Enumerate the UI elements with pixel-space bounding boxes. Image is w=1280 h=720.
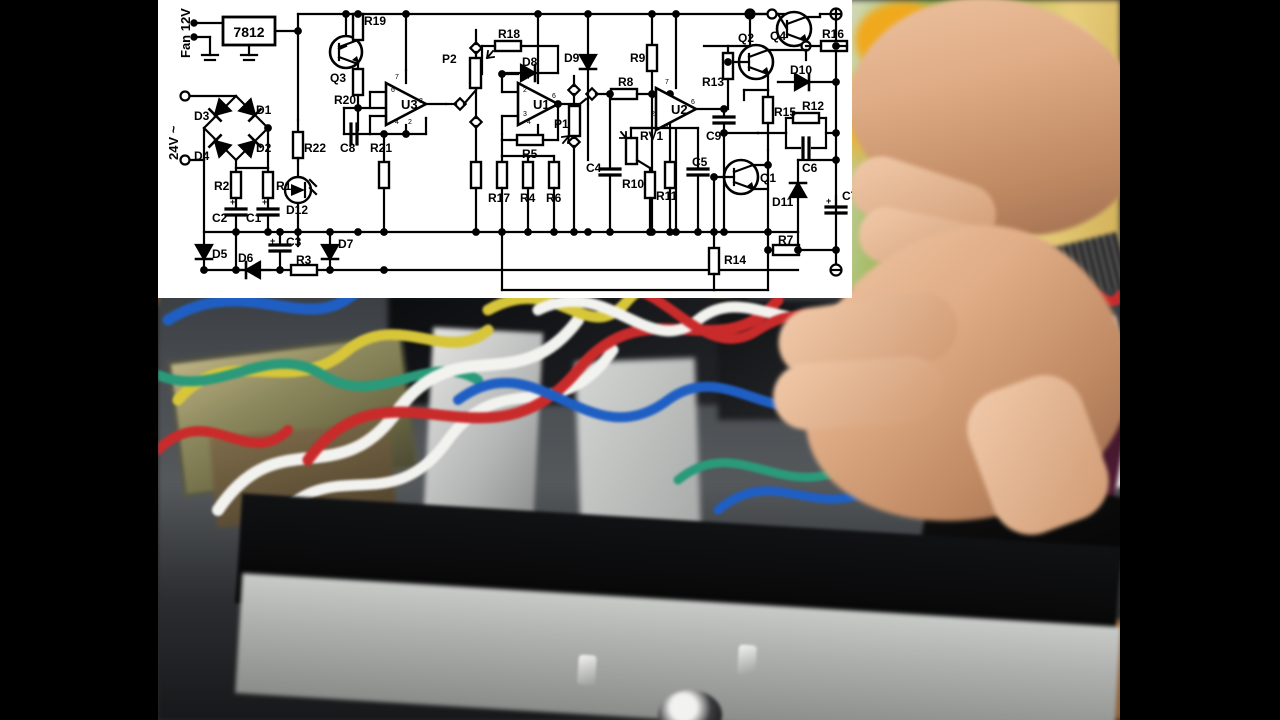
label-Q4: Q4 [770, 29, 786, 43]
label-C1: C1 [246, 211, 262, 225]
label-R22: R22 [304, 141, 326, 155]
label-D12: D12 [286, 203, 308, 217]
svg-text:7: 7 [665, 79, 669, 86]
circuit-schematic: 7812 [158, 0, 852, 298]
svg-text:+: + [230, 197, 235, 207]
label-R4: R4 [520, 191, 536, 205]
svg-text:6: 6 [691, 99, 695, 106]
svg-text:4: 4 [395, 119, 399, 126]
svg-text:U3: U3 [401, 97, 418, 112]
label-R10: R10 [622, 177, 644, 191]
label-R19: R19 [364, 14, 386, 28]
panel-screw-left [577, 654, 597, 686]
letterbox-right [1120, 0, 1280, 720]
fan-label: Fan 12V [178, 8, 193, 58]
label-R6: R6 [546, 191, 562, 205]
label-R18: R18 [498, 27, 520, 41]
label-R9: R9 [630, 51, 646, 65]
label-R2: R2 [214, 179, 230, 193]
panel-screw-right [737, 644, 757, 676]
label-C8: C8 [340, 141, 356, 155]
svg-text:6: 6 [552, 93, 556, 100]
label-P2: P2 [442, 52, 457, 66]
svg-text:4: 4 [527, 119, 531, 126]
label-C5: C5 [692, 155, 708, 169]
label-Q3: Q3 [330, 71, 346, 85]
svg-text:2: 2 [523, 87, 527, 94]
label-D1: D1 [256, 103, 272, 117]
label-D7: D7 [338, 237, 354, 251]
label-C2: C2 [212, 211, 228, 225]
svg-text:2: 2 [408, 119, 412, 126]
label-D4: D4 [194, 149, 210, 163]
label-R20: R20 [334, 93, 356, 107]
finger-lower-2 [770, 354, 946, 432]
label-R7: R7 [778, 233, 794, 247]
svg-text:7812: 7812 [233, 24, 264, 40]
schematic-drawing: 7812 [179, 7, 852, 292]
label-R5: R5 [522, 147, 538, 161]
svg-text:2: 2 [651, 111, 655, 118]
label-C6: C6 [802, 161, 818, 175]
label-C9: C9 [706, 129, 722, 143]
label-D9: D9 [564, 51, 580, 65]
svg-text:3: 3 [523, 111, 527, 118]
label-R17: R17 [488, 191, 510, 205]
svg-text:7: 7 [395, 74, 399, 81]
label-D8: D8 [522, 55, 538, 69]
label-R13: R13 [702, 75, 724, 89]
label-R14: R14 [724, 253, 746, 267]
svg-text:+: + [270, 236, 275, 246]
label-C3: C3 [286, 235, 302, 249]
label-R15: R15 [774, 105, 796, 119]
svg-text:U1: U1 [533, 97, 550, 112]
letterbox-left [0, 0, 158, 720]
label-D11: D11 [772, 195, 794, 209]
label-Q2: Q2 [738, 31, 754, 45]
label-D2: D2 [256, 141, 272, 155]
label-D10: D10 [790, 63, 812, 77]
svg-text:+: + [826, 196, 831, 206]
label-Q1: Q1 [760, 171, 776, 185]
label-R1: R1 [276, 179, 292, 193]
ac-input-label: 24V ~ [166, 125, 181, 160]
label-R3: R3 [296, 253, 312, 267]
label-R8: R8 [618, 75, 634, 89]
label-D5: D5 [212, 247, 228, 261]
label-R16: R16 [822, 27, 844, 41]
label-C7: C7 [842, 189, 852, 203]
svg-text:3: 3 [419, 98, 423, 105]
svg-text:6: 6 [391, 87, 395, 94]
svg-text:3: 3 [651, 93, 655, 100]
label-C4: C4 [586, 161, 602, 175]
label-R21: R21 [370, 141, 392, 155]
label-RV1: RV1 [640, 129, 663, 143]
label-P1: P1 [554, 117, 569, 131]
label-D6: D6 [238, 251, 254, 265]
svg-text:U2: U2 [671, 102, 688, 117]
svg-text:+: + [262, 197, 267, 207]
label-D3: D3 [194, 109, 210, 123]
label-R11: R11 [656, 189, 678, 203]
label-R12: R12 [802, 99, 824, 113]
